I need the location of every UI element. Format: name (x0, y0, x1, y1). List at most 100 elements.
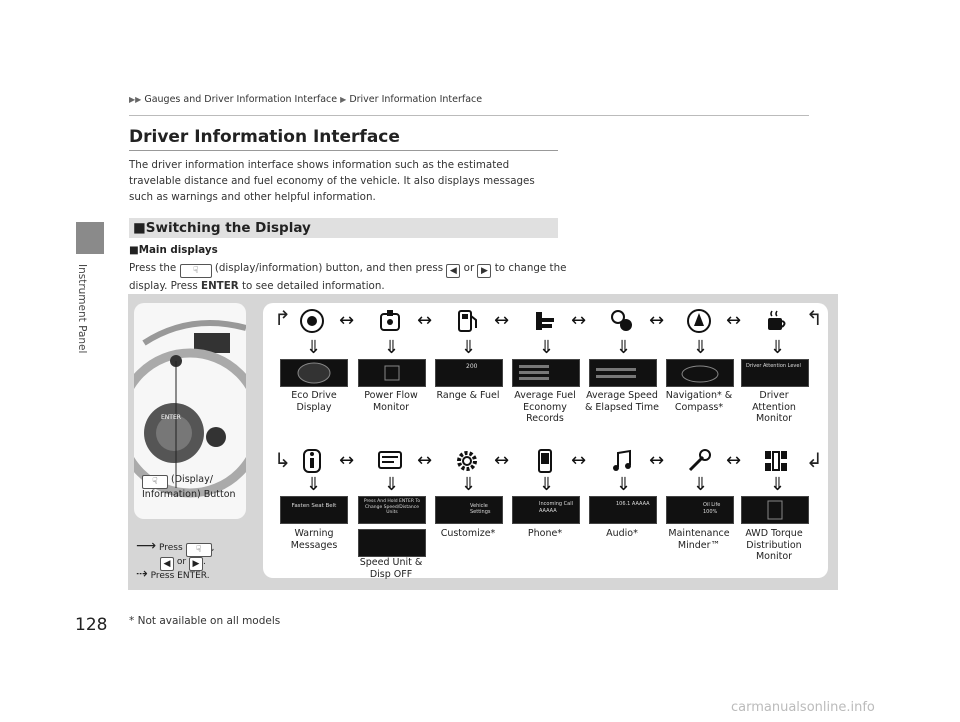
audio-screen: 106.1 AAAAA (589, 496, 657, 524)
square-bullet-icon: ■ (133, 220, 146, 236)
down-arrow-icon: ⇓ (539, 337, 555, 358)
awd-torque-icon (763, 448, 789, 474)
fuel-pump-icon (454, 308, 480, 334)
double-arrow-icon: ↔ (339, 450, 355, 471)
breadcrumb-arrow-icon: ▶ (340, 95, 347, 104)
dashed-arrow-icon: ⇢ (136, 566, 148, 582)
speed-unit-icon (377, 448, 403, 474)
double-arrow-icon: ↔ (417, 450, 433, 471)
coffee-cup-icon (763, 308, 789, 334)
down-arrow-icon: ⇓ (384, 337, 400, 358)
eco-drive-screen (280, 359, 348, 387)
instruction-paragraph: Press the ☟ (display/information) button… (129, 262, 567, 292)
row1-label: Power Flow Monitor (364, 390, 418, 413)
customize-screen: Vehicle Settings (435, 496, 503, 524)
display-info-button-icon: ☟ (142, 475, 168, 489)
breadcrumb-item[interactable]: Gauges and Driver Information Interface (144, 94, 338, 105)
speed-unit-screen: Press And Hold ENTER To Change Speed/Dis… (358, 496, 426, 524)
music-note-icon (609, 448, 635, 474)
gear-icon (454, 448, 480, 474)
awd-torque-screen (741, 496, 809, 524)
down-arrow-icon: ⇓ (384, 474, 400, 495)
double-arrow-icon: ↔ (339, 310, 355, 331)
intro-paragraph: The driver information interface shows i… (129, 159, 535, 203)
double-arrow-icon: ↔ (494, 450, 510, 471)
disp-off-screen (358, 529, 426, 557)
row2-label: Customize* (440, 528, 496, 539)
fuel-records-icon (532, 308, 558, 334)
average-speed-screen (589, 359, 657, 387)
row2-label: Speed Unit & Disp OFF (359, 557, 423, 580)
down-arrow-icon: ⇓ (693, 474, 709, 495)
row1-label: Navigation* & Compass* (665, 390, 733, 413)
down-arrow-icon: ⇓ (616, 474, 632, 495)
down-arrow-icon: ⇓ (770, 337, 786, 358)
down-arrow-icon: ⇓ (461, 337, 477, 358)
eco-drive-icon (299, 308, 325, 334)
page-number: 128 (75, 615, 108, 635)
power-flow-icon (377, 308, 403, 334)
display-panel (263, 303, 828, 578)
row2-label: Maintenance Minder™ (668, 528, 730, 551)
compass-screen (666, 359, 734, 387)
down-arrow-icon: ⇓ (539, 474, 555, 495)
compass-icon (686, 308, 712, 334)
row1-label: Average Speed & Elapsed Time (585, 390, 660, 413)
range-fuel-screen: 200 (435, 359, 503, 387)
display-info-callout: ☟ (Display/ Information) Button (142, 474, 236, 500)
breadcrumb-item[interactable]: Driver Information Interface (349, 94, 483, 105)
row2-label: Warning Messages (290, 528, 338, 551)
page-title: Driver Information Interface (129, 127, 400, 147)
loop-end-arrow-icon: ↲ (806, 448, 823, 472)
double-arrow-icon: ↔ (571, 450, 587, 471)
section-title: ■Switching the Display (133, 220, 311, 236)
row1-label: Average Fuel Economy Records (514, 390, 576, 424)
display-info-button-icon: ☟ (185, 543, 212, 557)
power-flow-screen (358, 359, 426, 387)
down-arrow-icon: ⇓ (306, 337, 322, 358)
header-rule (129, 115, 809, 116)
footnote: * Not available on all models (129, 615, 281, 627)
double-arrow-icon: ↔ (494, 310, 510, 331)
row2-label: Phone* (527, 528, 563, 539)
down-arrow-icon: ⇓ (306, 474, 322, 495)
square-bullet-icon: ■ (129, 244, 139, 256)
solid-arrow-icon: ⟶ (136, 538, 157, 554)
phone-icon (532, 448, 558, 474)
sidebar-label: Instrument Panel (76, 264, 88, 354)
loop-end-arrow-icon: ↰ (806, 306, 823, 330)
down-arrow-icon: ⇓ (461, 474, 477, 495)
steering-wheel-icon (134, 320, 246, 498)
warning-info-icon (299, 448, 325, 474)
warning-screen: Fasten Seat Belt (280, 496, 348, 524)
right-arrow-button-icon: ▶ (188, 557, 203, 571)
wrench-icon (686, 448, 712, 474)
double-arrow-icon: ↔ (571, 310, 587, 331)
double-arrow-icon: ↔ (649, 450, 665, 471)
row1-label: Range & Fuel (436, 390, 500, 401)
row1-label: Driver Attention Monitor (752, 390, 796, 424)
title-rule (129, 150, 558, 151)
loop-start-arrow-icon: ↳ (274, 448, 291, 472)
down-arrow-icon: ⇓ (616, 337, 632, 358)
right-arrow-button-icon: ▶ (477, 264, 492, 278)
row2-label: AWD Torque Distribution Monitor (745, 528, 803, 562)
breadcrumb-arrow-icon: ▶▶ (129, 95, 142, 104)
legend-press: ⟶ Press ☟, ◀ or ▶. (136, 538, 215, 571)
subsection-title: ■Main displays (129, 244, 218, 256)
row1-label: Eco Drive Display (291, 390, 337, 413)
phone-screen: Incoming Call AAAAA (512, 496, 580, 524)
legend-press-enter: ⇢ Press ENTER. (136, 566, 210, 582)
down-arrow-icon: ⇓ (693, 337, 709, 358)
down-arrow-icon: ⇓ (770, 474, 786, 495)
breadcrumb: ▶▶ Gauges and Driver Information Interfa… (129, 94, 482, 105)
left-arrow-button-icon: ◀ (446, 264, 461, 278)
loop-start-arrow-icon: ↱ (274, 306, 291, 330)
steering-wheel-illustration: ENTER ☟ (Display/ Information) Button (134, 303, 246, 519)
fuel-records-screen (512, 359, 580, 387)
display-info-button-icon: ☟ (179, 264, 212, 278)
row2-label: Audio* (606, 528, 638, 539)
maintenance-screen: Oil Life 100% (666, 496, 734, 524)
section-bar (129, 218, 558, 238)
double-arrow-icon: ↔ (649, 310, 665, 331)
